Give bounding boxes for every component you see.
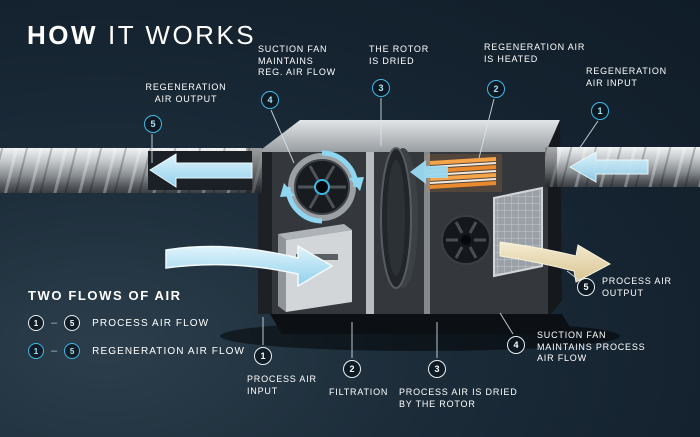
- left-duct: [0, 148, 262, 193]
- legend-regeneration-label: REGENERATION AIR FLOW: [92, 345, 246, 357]
- connector-lines: [151, 98, 599, 358]
- legend-process-label: PROCESS AIR FLOW: [92, 317, 210, 329]
- regeneration-flow-arrow: [410, 160, 448, 184]
- title-word-how: HOW: [27, 20, 99, 50]
- callout-label-process-air-input: PROCESS AIR INPUT: [247, 374, 317, 396]
- step-marker-regeneration-3: 3: [372, 79, 390, 97]
- legend-regeneration-range-end: 5: [64, 343, 81, 359]
- regeneration-output-arrow: [149, 153, 253, 188]
- callout-label-regeneration-air-output: REGENERATION AIR OUTPUT: [145, 82, 227, 104]
- callout-label-process-air-output: PROCESS AIR OUTPUT: [602, 276, 672, 298]
- process-input-arrow: [165, 244, 334, 288]
- callout-label-regeneration-air-heated: REGENERATION AIR IS HEATED: [484, 42, 586, 64]
- legend-process-range-end: 5: [64, 315, 81, 331]
- step-marker-process-4: 4: [507, 336, 525, 354]
- process-output-arrow: [499, 241, 612, 283]
- legend-row-regeneration: 1 – 5 REGENERATION AIR FLOW: [28, 343, 245, 359]
- legend-heading: TWO FLOWS OF AIR: [28, 288, 182, 303]
- callout-label-process-air-dried: PROCESS AIR IS DRIED BY THE ROTOR: [399, 387, 518, 409]
- page-title: HOW IT WORKS: [27, 20, 256, 51]
- unit-base: [270, 314, 574, 334]
- regeneration-fan: [280, 150, 364, 224]
- step-marker-process-1: 1: [254, 347, 272, 365]
- callout-label-regeneration-air-input: REGENERATION AIR INPUT: [586, 66, 667, 88]
- legend-range-dash: –: [51, 317, 58, 329]
- title-word-it-works: IT WORKS: [108, 20, 257, 50]
- step-marker-regeneration-5: 5: [144, 115, 162, 133]
- step-marker-process-2: 2: [343, 360, 361, 378]
- legend-regeneration-range-start: 1: [28, 343, 44, 359]
- step-marker-process-5: 5: [577, 278, 595, 296]
- right-duct: [545, 147, 700, 187]
- step-marker-regeneration-2: 2: [487, 80, 505, 98]
- filter-panel: [493, 186, 543, 278]
- legend-row-process: 1 – 5 PROCESS AIR FLOW: [28, 315, 245, 331]
- step-marker-process-3: 3: [428, 360, 446, 378]
- process-fan: [441, 215, 491, 265]
- step-marker-regeneration-1: 1: [591, 102, 609, 120]
- rotor: [380, 147, 418, 289]
- legend-range-dash: –: [51, 345, 58, 357]
- callout-label-suction-fan-reg: SUCTION FAN MAINTAINS REG. AIR FLOW: [258, 44, 336, 77]
- legend-process-range-start: 1: [28, 315, 44, 331]
- callout-label-filtration: FILTRATION: [329, 387, 389, 397]
- callout-label-suction-fan-process: SUCTION FAN MAINTAINS PROCESS AIR FLOW: [537, 330, 646, 363]
- callout-label-rotor-is-dried: THE ROTOR IS DRIED: [369, 44, 430, 66]
- step-marker-regeneration-4: 4: [261, 91, 279, 109]
- legend: TWO FLOWS OF AIR 1 – 5 PROCESS AIR FLOW …: [28, 288, 245, 359]
- regeneration-input-arrow: [568, 151, 649, 183]
